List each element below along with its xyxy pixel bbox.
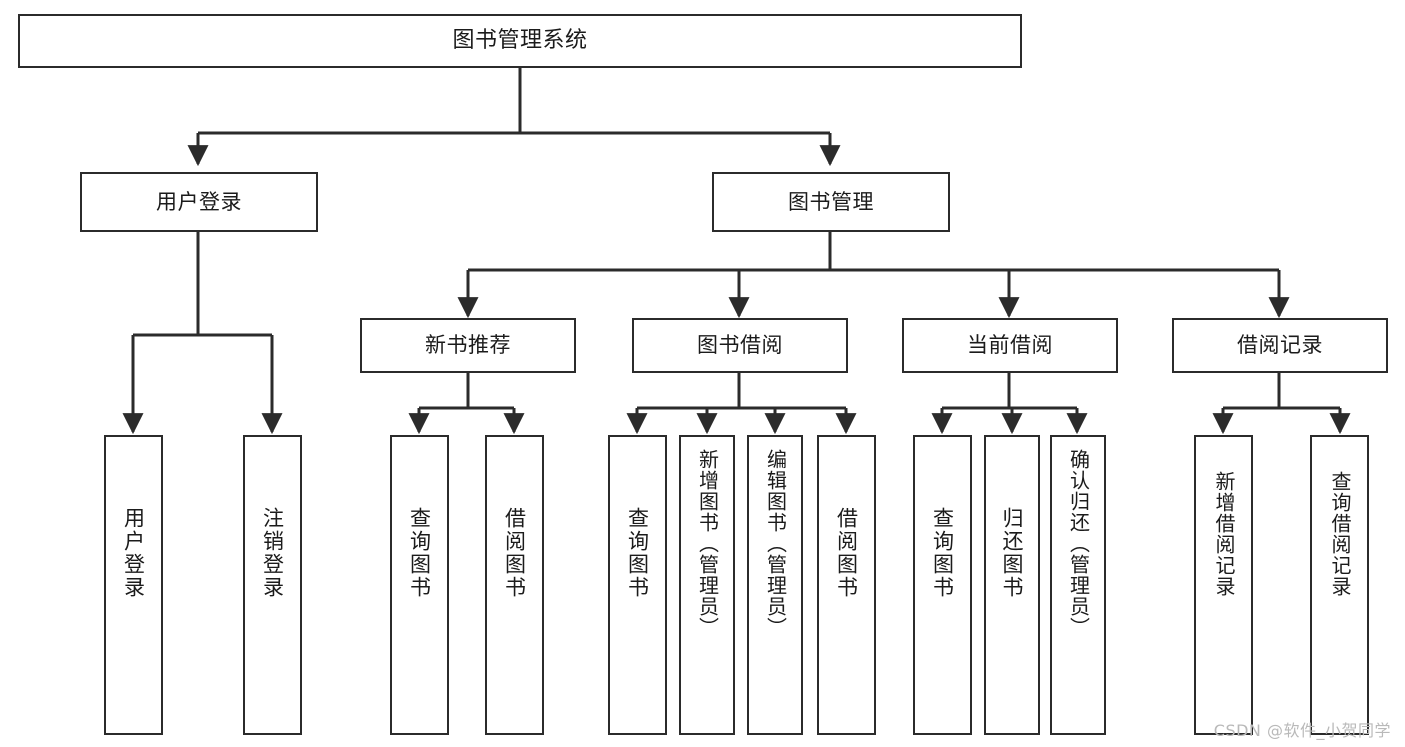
node-new-book-recommend-label: 新书推荐 [425, 333, 511, 358]
node-leaf-query-record[interactable]: 查询借阅记录 [1310, 435, 1369, 735]
node-book-borrow[interactable]: 图书借阅 [632, 318, 848, 373]
node-leaf-query-book-2[interactable]: 查询图书 [608, 435, 667, 735]
node-leaf-borrow-book-1[interactable]: 借阅图书 [485, 435, 544, 735]
node-leaf-query-book-1-label: 查询图书 [407, 507, 432, 599]
node-borrow-record[interactable]: 借阅记录 [1172, 318, 1388, 373]
node-book-manage[interactable]: 图书管理 [712, 172, 950, 232]
node-leaf-query-book-3-label: 查询图书 [930, 507, 955, 599]
node-leaf-logout-label: 注销登录 [260, 507, 285, 599]
node-leaf-borrow-book-1-label: 借阅图书 [502, 507, 527, 599]
node-leaf-confirm-return-label: 确认归还（管理员） [1066, 449, 1091, 638]
node-book-borrow-label: 图书借阅 [697, 333, 783, 358]
node-leaf-user-login-label: 用户登录 [121, 507, 146, 599]
node-leaf-add-record[interactable]: 新增借阅记录 [1194, 435, 1253, 735]
node-leaf-query-book-1[interactable]: 查询图书 [390, 435, 449, 735]
node-leaf-query-book-2-label: 查询图书 [625, 507, 650, 599]
node-borrow-record-label: 借阅记录 [1237, 333, 1323, 358]
node-leaf-edit-book[interactable]: 编辑图书（管理员） [747, 435, 803, 735]
node-leaf-edit-book-label: 编辑图书（管理员） [763, 449, 788, 638]
node-root-label: 图书管理系统 [452, 28, 588, 54]
node-user-login-label: 用户登录 [156, 189, 242, 214]
node-leaf-add-book-label: 新增图书（管理员） [695, 449, 720, 638]
node-book-manage-label: 图书管理 [788, 189, 874, 214]
node-leaf-borrow-book-2-label: 借阅图书 [834, 507, 859, 599]
node-leaf-add-book[interactable]: 新增图书（管理员） [679, 435, 735, 735]
node-user-login[interactable]: 用户登录 [80, 172, 318, 232]
node-root[interactable]: 图书管理系统 [18, 14, 1022, 68]
node-leaf-user-login[interactable]: 用户登录 [104, 435, 163, 735]
node-leaf-query-record-label: 查询借阅记录 [1328, 471, 1352, 597]
node-leaf-confirm-return[interactable]: 确认归还（管理员） [1050, 435, 1106, 735]
node-current-borrow[interactable]: 当前借阅 [902, 318, 1118, 373]
node-current-borrow-label: 当前借阅 [967, 333, 1053, 358]
watermark-text: CSDN @软件_小贺同学 [1213, 721, 1391, 740]
node-leaf-add-record-label: 新增借阅记录 [1212, 471, 1236, 597]
node-leaf-borrow-book-2[interactable]: 借阅图书 [817, 435, 876, 735]
node-leaf-return-book[interactable]: 归还图书 [984, 435, 1040, 735]
node-leaf-logout[interactable]: 注销登录 [243, 435, 302, 735]
node-leaf-return-book-label: 归还图书 [1000, 507, 1025, 599]
node-new-book-recommend[interactable]: 新书推荐 [360, 318, 576, 373]
node-leaf-query-book-3[interactable]: 查询图书 [913, 435, 972, 735]
